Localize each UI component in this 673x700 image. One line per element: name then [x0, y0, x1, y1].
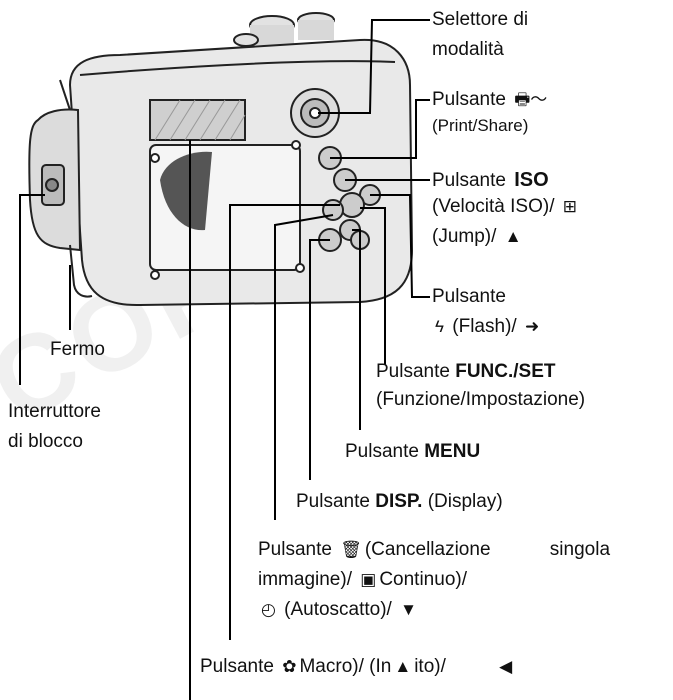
trash-icon: 🗑: [340, 540, 362, 559]
label-macro: Pulsante ✿Macro)/ (In▲ito)/ ◀: [200, 656, 513, 677]
label-latch: Fermo: [50, 339, 105, 360]
print-share-icon: 🖶〜: [514, 90, 548, 109]
arrow-left-icon: ◀: [499, 657, 513, 676]
leader-delete: [274, 214, 334, 520]
label-flash: Pulsante ϟ (Flash)/ ➜: [432, 286, 540, 337]
arrow-down-icon: ▼: [400, 600, 417, 619]
infinity-mountain-icon: ▲: [394, 657, 412, 676]
self-timer-icon: ◴: [261, 600, 276, 619]
iso-icon: ISO: [514, 169, 549, 191]
leader-mode-selector: [318, 19, 430, 114]
camera-housing: [28, 12, 414, 307]
label-lock-switch: Interruttore di blocco: [8, 401, 101, 452]
leader-lock-switch: [19, 194, 45, 385]
leader-flash: [370, 194, 430, 298]
leader-print-share: [330, 99, 430, 159]
label-func-set: Pulsante FUNC./SET (Funzione/Impostazion…: [376, 361, 586, 410]
macro-icon: ✿: [282, 657, 297, 676]
label-iso: Pulsante ISO (Velocità ISO)/ ⊞ (Jump)/ ▲: [432, 169, 578, 247]
continuous-shooting-icon: ▣: [360, 570, 377, 589]
flash-icon: ϟ: [435, 317, 444, 336]
arrow-up-icon: ▲: [504, 227, 522, 246]
label-delete: Pulsante 🗑(Cancellazione singola immagin…: [258, 539, 611, 620]
leader-menu: [352, 229, 361, 430]
leader-lines: [19, 19, 430, 700]
label-print-share: Pulsante 🖶〜 (Print/Share): [432, 89, 548, 135]
label-disp: Pulsante DISP. (Display): [296, 491, 503, 512]
label-menu: Pulsante MENU: [345, 441, 481, 462]
leader-disp: [309, 239, 330, 480]
leader-func-set: [360, 207, 386, 365]
label-mode-selector: Selettore di modalità: [432, 9, 529, 60]
jump-icon: ⊞: [562, 197, 578, 216]
leader-macro: [229, 204, 340, 640]
arrow-right-icon: ➜: [524, 317, 540, 336]
